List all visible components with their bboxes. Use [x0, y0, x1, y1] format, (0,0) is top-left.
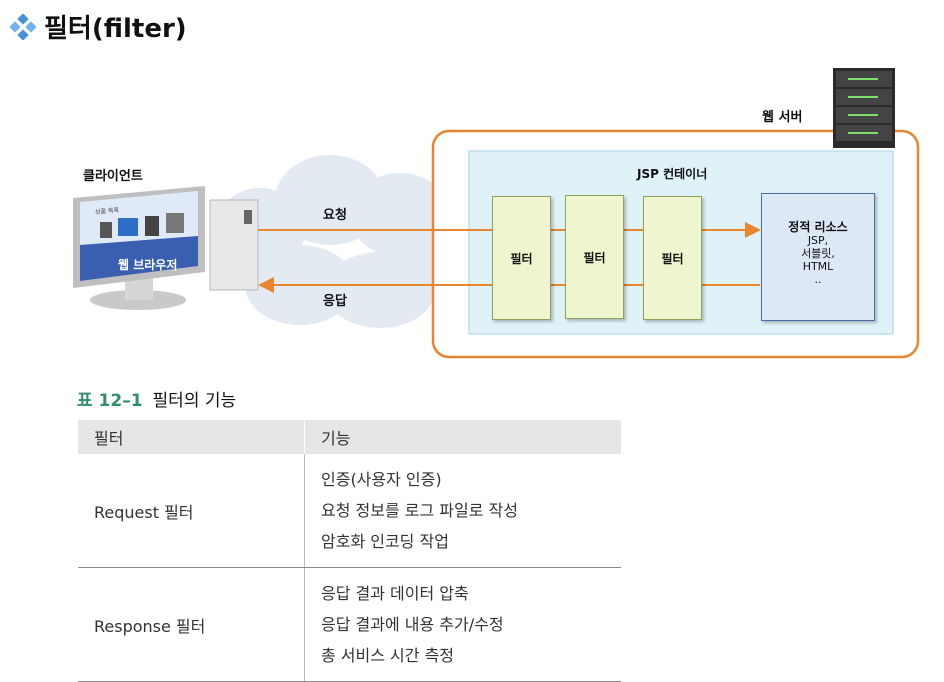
- web-server-label: 웹 서버: [762, 110, 803, 125]
- function-cell: 인증(사용자 인증) 요청 정보를 로그 파일로 작성 암호화 인코딩 작업: [304, 454, 621, 568]
- table-row: Request 필터 인증(사용자 인증) 요청 정보를 로그 파일로 작성 암…: [78, 454, 621, 568]
- server-icon: [833, 68, 895, 148]
- function-item: 응답 결과 데이터 압축: [321, 584, 469, 603]
- diagram-graphics: [73, 68, 920, 359]
- client-label: 클라이언트: [83, 169, 143, 184]
- table-caption-number: 표 12–1: [77, 391, 143, 411]
- function-item: 인증(사용자 인증): [321, 470, 442, 489]
- function-item: 요청 정보를 로그 파일로 작성: [321, 501, 518, 520]
- table-row: Response 필터 응답 결과 데이터 압축 응답 결과에 내용 추가/수정…: [78, 567, 621, 682]
- static-resource-line: ..: [814, 273, 822, 286]
- filter-name-cell: Request 필터: [78, 454, 305, 568]
- filter-box-3: 필터: [643, 196, 702, 320]
- client-computer-icon: [73, 186, 259, 310]
- title-text: 필터(filter): [44, 14, 187, 44]
- filter-function-table: 필터 기능 Request 필터 인증(사용자 인증) 요청 정보를 로그 파일…: [78, 420, 621, 682]
- column-header-function: 기능: [304, 420, 621, 454]
- request-label: 요청: [323, 208, 347, 223]
- table-caption-text: 필터의 기능: [152, 391, 237, 411]
- static-resource-line: HTML: [802, 260, 834, 273]
- function-cell: 응답 결과 데이터 압축 응답 결과에 내용 추가/수정 총 서비스 시간 측정: [304, 567, 621, 682]
- page-title: 필터(filter): [10, 8, 187, 45]
- filter-box-1: 필터: [492, 196, 551, 320]
- filter-diagram: 클라이언트 웹 브라우저 상품 목록 요청 응답 웹 서버 JSP 컨테이너 필…: [73, 68, 920, 359]
- static-resource-line: JSP,: [807, 234, 829, 247]
- table-header-row: 필터 기능: [78, 420, 621, 454]
- static-resource-line: 서블릿,: [801, 247, 835, 260]
- filter-box-2: 필터: [565, 195, 624, 319]
- column-header-filter: 필터: [78, 420, 305, 454]
- static-resource-box: 정적 리소스 JSP, 서블릿, HTML ..: [761, 193, 875, 321]
- browser-label: 웹 브라우저: [118, 258, 178, 272]
- diamond-bullet-icon: [10, 13, 36, 40]
- static-resource-title: 정적 리소스: [788, 220, 848, 234]
- function-item: 암호화 인코딩 작업: [321, 532, 449, 551]
- jsp-container-label: JSP 컨테이너: [637, 167, 708, 181]
- filter-name-cell: Response 필터: [78, 567, 305, 682]
- function-item: 총 서비스 시간 측정: [321, 646, 455, 665]
- response-label: 응답: [323, 294, 347, 309]
- table-caption: 표 12–1 필터의 기능: [77, 386, 236, 411]
- function-item: 응답 결과에 내용 추가/수정: [321, 615, 504, 634]
